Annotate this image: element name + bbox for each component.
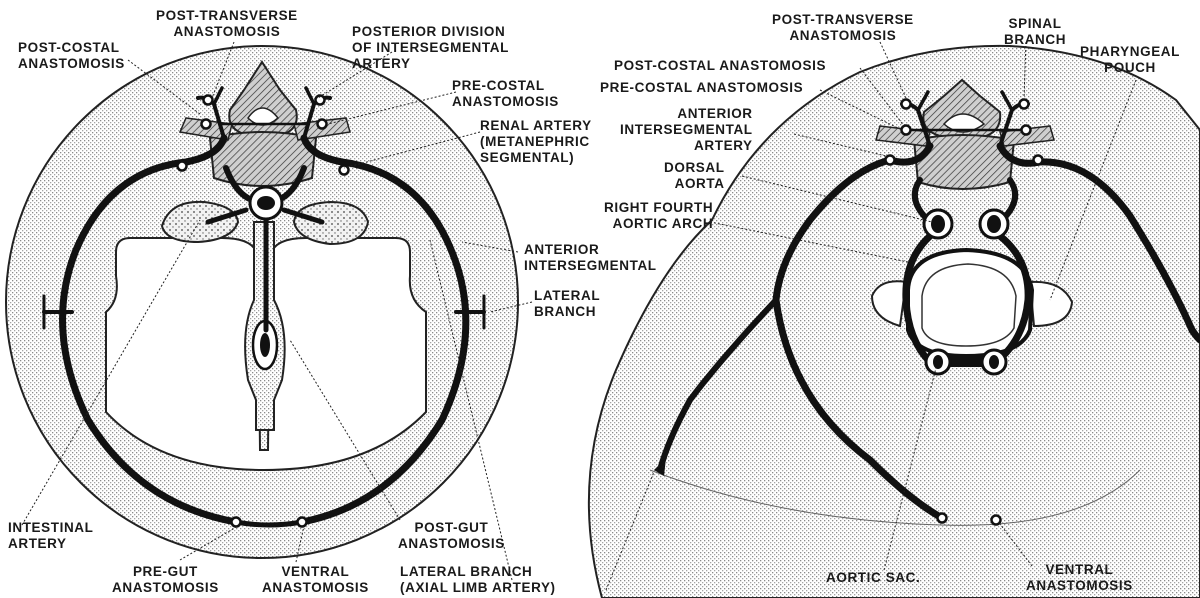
label-post-costal-anastomosis: POST-COSTAL ANASTOMOSIS [18,40,125,72]
label-spinal-branch: SPINAL BRANCH [1004,16,1066,48]
label-pre-gut-anastomosis: PRE-GUT ANASTOMOSIS [112,564,219,596]
left-kidney-left [162,202,238,242]
label-anterior-intersegmental: ANTERIOR INTERSEGMENTAL [524,242,657,274]
label-post-costal-anastomosis-right: POST-COSTAL ANASTOMOSIS [614,58,826,74]
label-lateral-branch: LATERAL BRANCH [534,288,600,320]
label-ventral-anastomosis-left: VENTRAL ANASTOMOSIS [262,564,369,596]
label-post-transverse-anastomosis-right: POST-TRANSVERSE ANASTOMOSIS [772,12,914,44]
label-right-fourth-aortic-arch: RIGHT FOURTH AORTIC ARCH [604,200,713,232]
label-intestinal-artery: INTESTINAL ARTERY [8,520,94,552]
label-post-gut-anastomosis: POST-GUT ANASTOMOSIS [398,520,505,552]
label-anterior-intersegmental-artery: ANTERIOR INTERSEGMENTAL ARTERY [620,106,753,154]
label-dorsal-aorta: DORSAL AORTA [664,160,725,192]
label-ventral-anastomosis-right: VENTRAL ANASTOMOSIS [1026,562,1133,594]
left-kidney-right [294,202,368,244]
label-pre-costal-anastomosis: PRE-COSTAL ANASTOMOSIS [452,78,559,110]
label-aortic-sac: AORTIC SAC. [826,570,920,586]
left-gut-lumen [260,333,270,357]
label-renal-artery: RENAL ARTERY (METANEPHRIC SEGMENTAL) [480,118,592,166]
label-pharyngeal-pouch: PHARYNGEAL POUCH [1080,44,1180,76]
left-section [6,46,518,558]
label-post-transverse-anastomosis: POST-TRANSVERSE ANASTOMOSIS [156,8,298,40]
right-pharynx-lumen [922,264,1016,346]
label-pre-costal-anastomosis-right: PRE-COSTAL ANASTOMOSIS [600,80,803,96]
label-lateral-branch-axial: LATERAL BRANCH (AXIAL LIMB ARTERY) [400,564,556,596]
label-posterior-division: POSTERIOR DIVISION OF INTERSEGMENTAL ART… [352,24,509,72]
left-aorta-lumen [257,196,275,210]
